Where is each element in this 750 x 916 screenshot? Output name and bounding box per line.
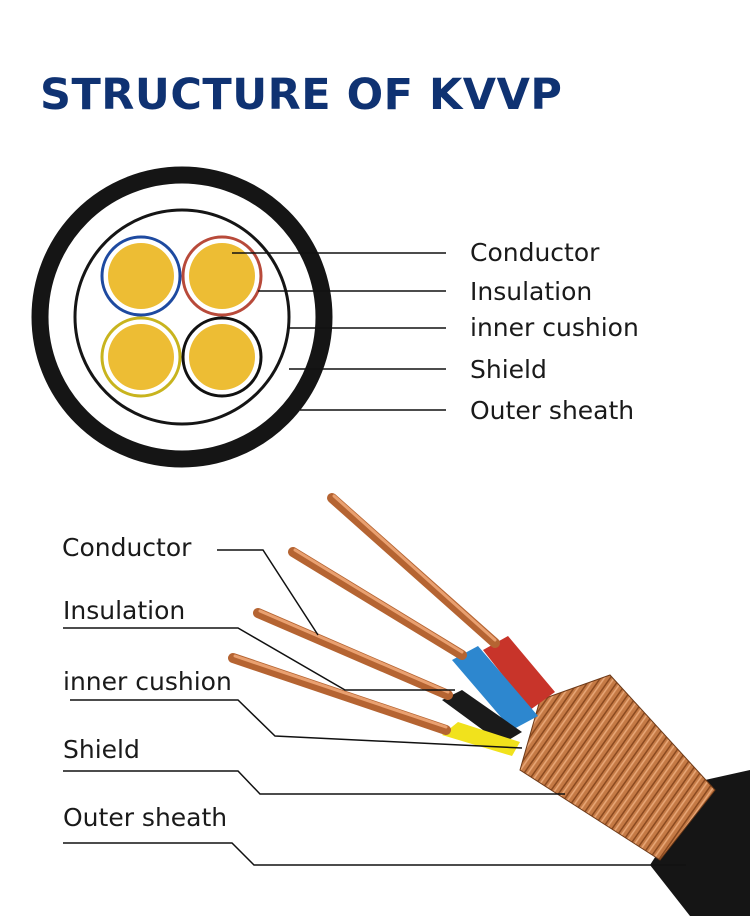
outer-sheath-ring (31, 166, 333, 468)
photo-leader-shield (63, 770, 565, 795)
photo-label-outer-sheath: Outer sheath (63, 803, 228, 832)
photo-label-shield: Shield (63, 735, 140, 764)
shield-ring (73, 208, 291, 426)
copper-wire-4 (228, 653, 451, 735)
core-yellow (100, 316, 182, 398)
label-conductor: Conductor (470, 238, 600, 267)
label-outer-sheath: Outer sheath (470, 396, 635, 425)
label-inner-cushion: inner cushion (470, 313, 639, 342)
photo-label-conductor: Conductor (62, 533, 192, 562)
photo-leader-insulation (63, 627, 455, 691)
label-insulation: Insulation (470, 277, 593, 306)
copper-wire-1 (327, 493, 500, 648)
label-shield: Shield (470, 355, 547, 384)
cable-outer-sheath (650, 770, 750, 916)
core-black (181, 316, 263, 398)
core-stub-blue (452, 646, 538, 730)
copper-wire-3 (253, 608, 453, 700)
photo-leader-outer-sheath (63, 842, 686, 866)
core-red (181, 235, 263, 317)
page-title: STRUCTURE OF KVVP (40, 70, 563, 120)
photo-label-insulation: Insulation (63, 596, 186, 625)
photo-leader-inner-cushion (70, 699, 523, 749)
photo-label-inner-cushion: inner cushion (63, 667, 232, 696)
core-stub-red (483, 636, 555, 710)
core-stub-black (442, 690, 522, 744)
photo-leader-conductor (217, 549, 319, 636)
copper-wire-2 (288, 547, 467, 660)
cable-braided-shield (519, 674, 716, 861)
core-blue (100, 235, 182, 317)
